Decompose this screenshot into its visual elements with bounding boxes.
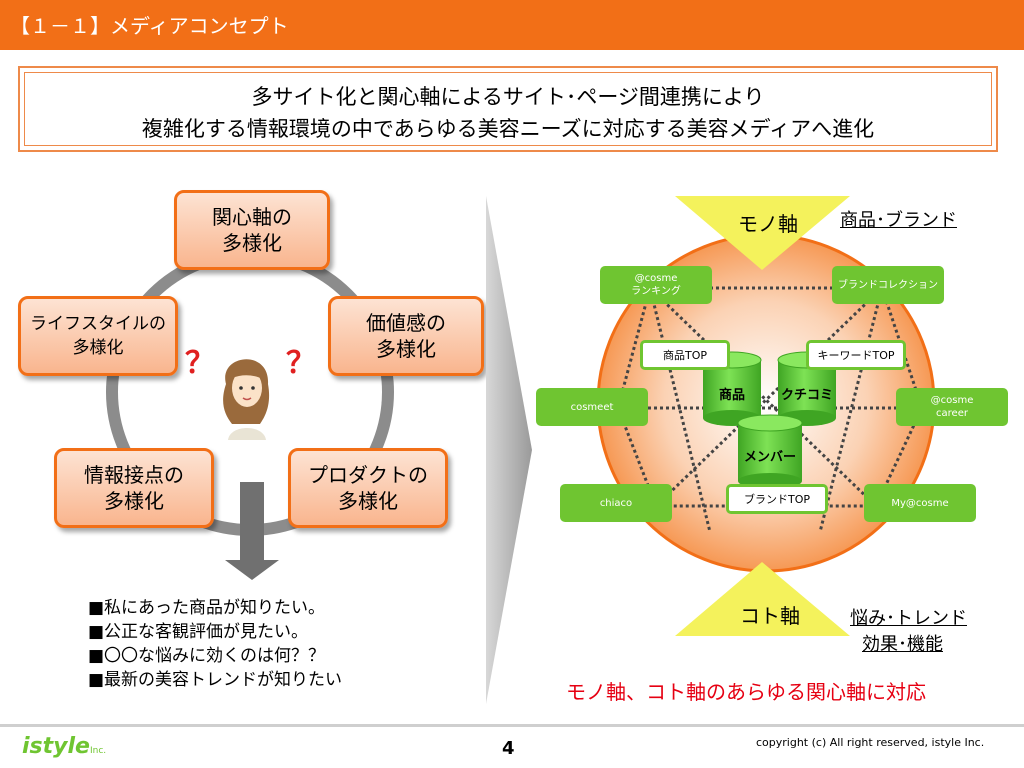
site-career-line1: @cosme — [930, 395, 974, 406]
box-info-touchpoint-line2: 多様化 — [104, 489, 164, 513]
member-db-label: メンバー — [743, 450, 796, 465]
product-db-label: 商品 — [718, 388, 745, 403]
concept-banner: 多サイト化と関心軸によるサイト･ページ間連携により 複雑化する情報環境の中であら… — [18, 66, 998, 152]
site-career[interactable]: @cosme career — [896, 388, 1008, 426]
question-mark-left: ？ — [185, 346, 215, 381]
box-lifestyle: ライフスタイルの 多様化 — [18, 296, 178, 376]
down-arrow-head — [225, 560, 279, 580]
site-ranking-line2: ランキング — [631, 286, 681, 297]
box-lifestyle-line2: 多様化 — [72, 338, 124, 358]
needs-item: ■公正な客観評価が見たい。 — [88, 622, 309, 642]
site-ranking-line1: @cosme — [634, 273, 678, 284]
koto-axis-desc-2: 効果･機能 — [862, 634, 943, 655]
box-interest-axis: 関心軸の 多様化 — [174, 190, 330, 270]
box-info-touchpoint-line1: 情報接点の — [84, 463, 184, 487]
site-network-lines — [616, 286, 924, 533]
page-number: 4 — [502, 738, 515, 759]
site-brand-collection-label: ブランドコレクション — [838, 279, 938, 291]
site-ranking[interactable]: @cosme ランキング — [600, 266, 712, 304]
needs-item: ■〇〇な悩みに効くのは何？？ — [88, 646, 326, 666]
logo-text: istyle — [22, 734, 90, 759]
site-cosmeet-label: cosmeet — [570, 401, 614, 413]
site-chiaco-label: chiaco — [599, 497, 633, 509]
koto-axis-desc-1: 悩み･トレンド — [850, 608, 967, 629]
site-cosmeet[interactable]: cosmeet — [536, 388, 648, 426]
site-career-line2: career — [936, 408, 968, 419]
down-arrow-shaft — [240, 482, 264, 562]
koto-axis-label: コト軸 — [740, 604, 800, 628]
conclusion-text: モノ軸、コト軸のあらゆる関心軸に対応 — [566, 680, 926, 704]
needs-list: ■私にあった商品が知りたい。 ■公正な客観評価が見たい。 ■〇〇な悩みに効くのは… — [88, 596, 342, 692]
banner-inner-frame: 多サイト化と関心軸によるサイト･ページ間連携により 複雑化する情報環境の中であら… — [24, 72, 992, 146]
box-values-line1: 価値感の — [366, 311, 446, 335]
review-db-label: クチコミ — [780, 388, 833, 403]
box-values: 価値感の 多様化 — [328, 296, 484, 376]
transition-arrow — [486, 196, 532, 704]
logo-sub: Inc. — [89, 746, 107, 756]
copyright: copyright (c) All right reserved, istyle… — [756, 736, 985, 749]
banner-line-1: 多サイト化と関心軸によるサイト･ページ間連携により — [251, 85, 765, 109]
mono-axis-desc: 商品･ブランド — [840, 210, 957, 231]
mono-axis-triangle — [675, 196, 850, 270]
box-values-line2: 多様化 — [376, 337, 436, 361]
needs-item: ■私にあった商品が知りたい。 — [88, 598, 326, 618]
box-interest-axis-line1: 関心軸の — [212, 205, 292, 229]
woman-illustration — [223, 359, 270, 440]
page-title: 【１－１】メディアコンセプト — [10, 14, 289, 38]
page-product-top[interactable]: 商品TOP — [640, 340, 730, 370]
box-info-touchpoint: 情報接点の 多様化 — [54, 448, 214, 528]
box-lifestyle-line1: ライフスタイルの — [30, 314, 166, 334]
site-brand-collection[interactable]: ブランドコレクション — [832, 266, 944, 304]
box-interest-axis-line2: 多様化 — [222, 231, 282, 255]
mono-axis-label: モノ軸 — [738, 212, 798, 236]
box-product: プロダクトの 多様化 — [288, 448, 448, 528]
box-product-line1: プロダクトの — [308, 463, 428, 487]
site-my-cosme-label: My@cosme — [891, 497, 949, 509]
istyle-logo: istyleInc. — [22, 734, 106, 759]
site-my-cosme[interactable]: My@cosme — [864, 484, 976, 522]
koto-axis-triangle — [675, 562, 850, 636]
needs-item: ■最新の美容トレンドが知りたい — [88, 670, 343, 690]
box-product-line2: 多様化 — [338, 489, 398, 513]
question-mark-right: ？ — [286, 346, 316, 381]
footer-divider — [0, 724, 1024, 727]
banner-line-2: 複雑化する情報環境の中であらゆる美容ニーズに対応する美容メディアへ進化 — [141, 117, 875, 141]
header-bar: 【１－１】メディアコンセプト — [0, 0, 1024, 50]
site-chiaco[interactable]: chiaco — [560, 484, 672, 522]
page-brand-top[interactable]: ブランドTOP — [726, 484, 828, 514]
page-keyword-top[interactable]: キーワードTOP — [806, 340, 906, 370]
